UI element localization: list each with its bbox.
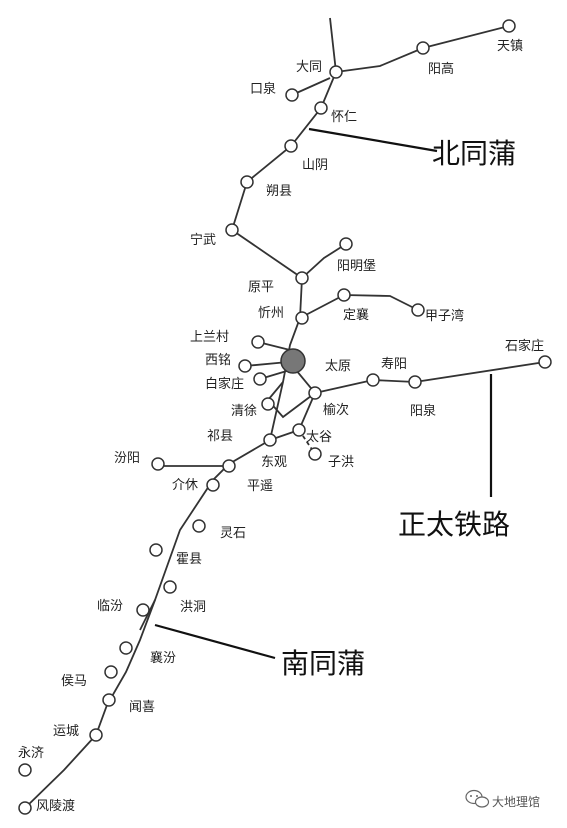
station-yuci[interactable]	[308, 386, 322, 400]
datong-north-spur	[329, 17, 337, 73]
wechat-icon	[465, 789, 490, 808]
label-yuncheng: 运城	[53, 724, 79, 739]
station-datong[interactable]	[329, 65, 343, 79]
station-yuanping[interactable]	[295, 271, 309, 285]
watermark: 大地理馆	[465, 789, 540, 809]
station-houma[interactable]	[104, 665, 118, 679]
north-tongpu-callout	[308, 127, 438, 153]
station-tianzhen[interactable]	[502, 19, 516, 33]
label-qingxu: 清徐	[231, 404, 257, 419]
station-kouquan[interactable]	[285, 88, 299, 102]
yuci-qingxu-loop	[266, 381, 316, 419]
callout-lines	[154, 127, 493, 660]
label-houma: 侯马	[61, 674, 87, 689]
label-kouquan: 口泉	[250, 81, 276, 97]
station-jiaziwan[interactable]	[411, 303, 425, 317]
label-ximing: 西铭	[205, 353, 231, 368]
label-fenglingdu: 风陵渡	[36, 798, 75, 814]
label-datong: 大同	[296, 60, 322, 75]
label-xinzhou: 忻州	[258, 306, 284, 321]
station-shanglancun[interactable]	[251, 335, 265, 349]
label-yanggao: 阳高	[428, 61, 454, 77]
station-fenyang[interactable]	[151, 457, 165, 471]
label-shijiazhuang: 石家庄	[505, 338, 544, 354]
label-shouyang: 寿阳	[381, 357, 407, 372]
station-xiangfen[interactable]	[119, 641, 133, 655]
label-hongdong: 洪洞	[180, 600, 206, 615]
label-dingxiang: 定襄	[343, 307, 369, 323]
station-linfen[interactable]	[136, 603, 150, 617]
label-shuoxian: 朔县	[266, 184, 292, 199]
station-zihong[interactable]	[308, 447, 322, 461]
label-yuanping: 原平	[248, 280, 274, 295]
station-jiexiu[interactable]	[222, 459, 236, 473]
label-taigu: 太谷	[306, 430, 332, 445]
callout-south-tongpu: 南同蒲	[281, 647, 365, 680]
callout-zhengtai: 正太铁路	[398, 508, 510, 541]
label-jiexiu: 介休	[172, 478, 198, 493]
station-fenglingdu[interactable]	[18, 801, 32, 815]
label-ningwu: 宁武	[190, 232, 216, 248]
label-baijiazhuang: 白家庄	[205, 376, 244, 392]
label-yongji: 永济	[18, 746, 44, 761]
south-tongpu-callout	[154, 623, 276, 660]
label-linfen: 临汾	[97, 599, 123, 614]
dingxiang-branch	[299, 294, 419, 319]
datong-tianzhen-line	[335, 25, 510, 73]
callout-north-tongpu: 北同蒲	[432, 137, 516, 170]
station-labels: 天镇 阳高 大同 口泉 怀仁 山阴 朔县 宁武 阳明堡 原平 忻州 定襄 甲子湾…	[18, 39, 544, 814]
label-shanyin: 山阴	[302, 158, 328, 173]
station-yuncheng[interactable]	[89, 728, 103, 742]
station-taiyuan-hub[interactable]	[280, 348, 306, 374]
line-callouts: 北同蒲 正太铁路 南同蒲	[281, 137, 516, 680]
north-tongpu-line	[139, 71, 337, 631]
kouquan-spur	[291, 77, 331, 96]
label-wenxi: 闻喜	[129, 700, 155, 715]
label-pingyao: 平遥	[247, 479, 273, 494]
station-yongji[interactable]	[18, 763, 32, 777]
station-huairen[interactable]	[314, 101, 328, 115]
yangmingbao-branch	[301, 243, 347, 279]
station-pingyao[interactable]	[206, 478, 220, 492]
label-shanglancun: 上兰村	[190, 330, 229, 345]
station-dongguan[interactable]	[263, 433, 277, 447]
label-dongguan: 东观	[261, 455, 287, 470]
label-taiyuan: 太原	[325, 359, 351, 374]
station-yanggao[interactable]	[416, 41, 430, 55]
station-shuoxian[interactable]	[240, 175, 254, 189]
label-yuci: 榆次	[323, 402, 349, 418]
station-yangquan[interactable]	[408, 375, 422, 389]
station-xinzhou[interactable]	[295, 311, 309, 325]
label-jiaziwan: 甲子湾	[425, 308, 464, 324]
station-wenxi[interactable]	[102, 693, 116, 707]
station-dingxiang[interactable]	[337, 288, 351, 302]
station-baijiazhuang[interactable]	[253, 372, 267, 386]
label-xiangfen: 襄汾	[150, 650, 176, 666]
station-ximing[interactable]	[238, 359, 252, 373]
stations	[18, 19, 552, 815]
station-taigu[interactable]	[292, 423, 306, 437]
label-fenyang: 汾阳	[114, 451, 140, 466]
station-huoxian[interactable]	[149, 543, 163, 557]
watermark-text: 大地理馆	[492, 794, 540, 809]
label-yangmingbao: 阳明堡	[337, 258, 376, 274]
station-yangmingbao[interactable]	[339, 237, 353, 251]
label-tianzhen: 天镇	[497, 39, 523, 54]
station-lingshi[interactable]	[192, 519, 206, 533]
station-shanyin[interactable]	[284, 139, 298, 153]
station-ningwu[interactable]	[225, 223, 239, 237]
label-yangquan: 阳泉	[410, 403, 436, 419]
station-shouyang[interactable]	[366, 373, 380, 387]
label-zihong: 子洪	[328, 455, 354, 470]
station-qingxu[interactable]	[261, 397, 275, 411]
station-shijiazhuang[interactable]	[538, 355, 552, 369]
label-lingshi: 灵石	[220, 526, 246, 541]
label-qixian: 祁县	[207, 429, 233, 444]
label-huoxian: 霍县	[176, 552, 202, 567]
label-huairen: 怀仁	[331, 110, 357, 125]
station-hongdong[interactable]	[163, 580, 177, 594]
